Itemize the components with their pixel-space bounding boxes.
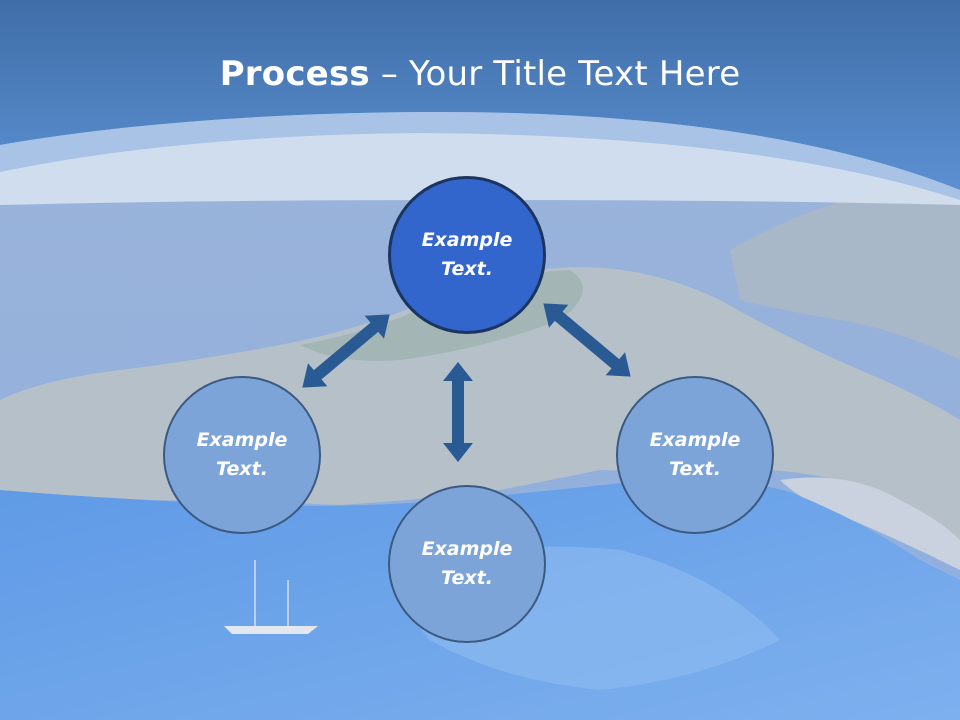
arrows xyxy=(302,303,631,462)
arrow-vertical xyxy=(443,362,473,462)
node-left-label: Example Text. xyxy=(196,429,288,480)
arrow-top-right xyxy=(543,303,631,377)
slide-title: Process – Your Title Text Here xyxy=(0,52,960,96)
title-bold: Process xyxy=(219,54,370,94)
node-right-label: Example Text. xyxy=(649,429,741,480)
title-rest: – Your Title Text Here xyxy=(369,54,741,94)
node-center: Example Text. xyxy=(388,176,546,334)
node-bottom: Example Text. xyxy=(388,485,546,643)
node-center-label: Example Text. xyxy=(421,229,513,280)
node-right: Example Text. xyxy=(616,376,774,534)
node-bottom-label: Example Text. xyxy=(421,538,513,589)
arrow-top-left xyxy=(302,314,390,388)
node-left: Example Text. xyxy=(163,376,321,534)
